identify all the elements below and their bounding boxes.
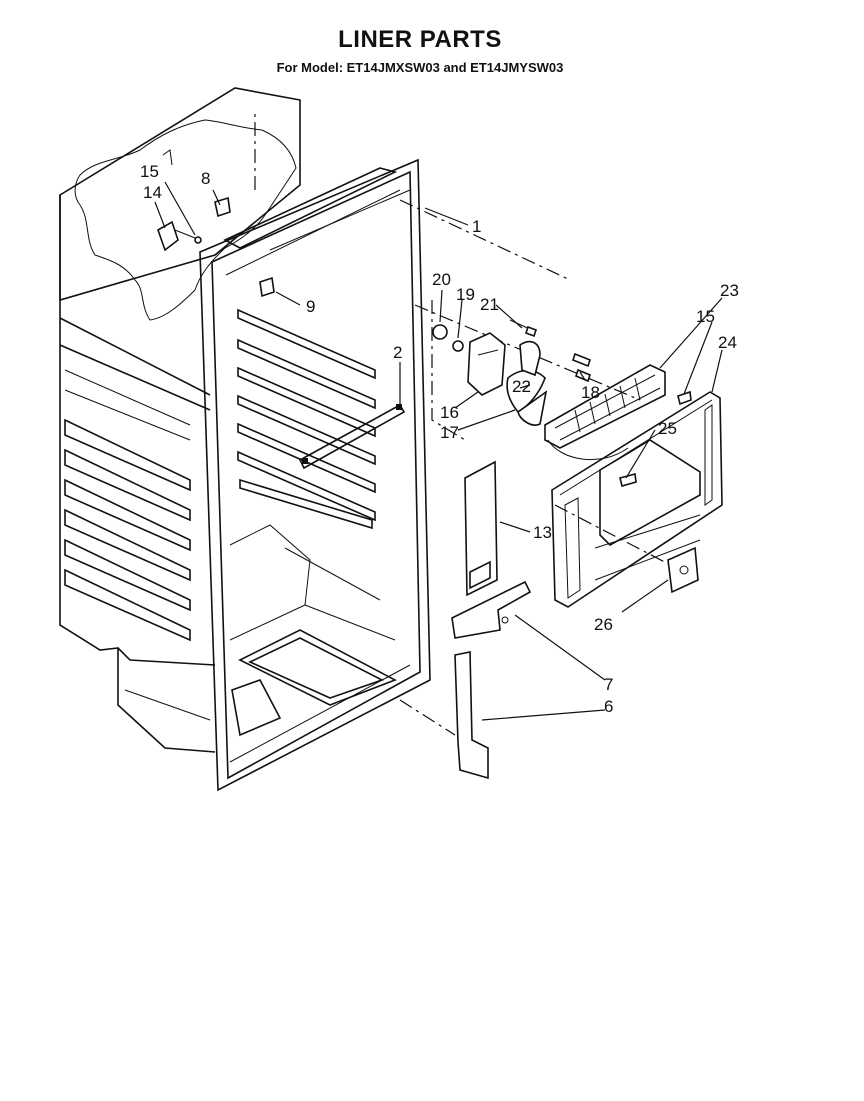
callout-13: 13 <box>533 523 552 542</box>
callout-7: 7 <box>604 675 613 694</box>
liner-cabinet <box>59 87 301 753</box>
callout-14: 14 <box>143 183 162 202</box>
callout-26: 26 <box>594 615 613 634</box>
part-23-fan-shroud <box>544 364 666 461</box>
callout-labels: 1 2 6 7 8 9 13 14 15 15 16 17 18 19 20 2… <box>140 162 739 716</box>
part-2-rail-bracket <box>298 403 406 470</box>
callout-15-freezer: 15 <box>140 162 159 181</box>
part-18-screws <box>572 352 591 383</box>
callout-16: 16 <box>440 403 459 422</box>
callout-15-cover: 15 <box>696 307 715 326</box>
part-7-baffle <box>451 580 532 639</box>
part-13-air-duct <box>464 460 498 597</box>
part-24-evaporator-cover <box>551 390 723 608</box>
page-title: LINER PARTS <box>338 26 502 53</box>
callout-20: 20 <box>432 270 451 289</box>
callout-1: 1 <box>472 217 481 236</box>
evaporator-fan-motor <box>432 319 548 426</box>
callout-2: 2 <box>393 343 402 362</box>
callout-24: 24 <box>718 333 737 352</box>
liner-front-frame <box>199 158 431 792</box>
callout-9: 9 <box>306 297 315 316</box>
freezer-small-parts <box>157 149 275 298</box>
callout-21: 21 <box>480 295 499 314</box>
callout-25: 25 <box>658 419 677 438</box>
model-subtitle: For Model: ET14JMXSW03 and ET14JMYSW03 <box>276 60 564 75</box>
callout-leaders <box>154 181 723 721</box>
assembly-dashed-lines <box>254 110 681 736</box>
callout-22: 22 <box>512 377 531 396</box>
callout-6: 6 <box>604 697 613 716</box>
callout-18: 18 <box>581 383 600 402</box>
callout-8: 8 <box>201 169 210 188</box>
callout-17: 17 <box>440 423 459 442</box>
callout-23: 23 <box>720 281 739 300</box>
part-6-lower-duct <box>454 651 489 780</box>
interior-shelf-rails <box>229 308 397 737</box>
callout-19: 19 <box>456 285 475 304</box>
